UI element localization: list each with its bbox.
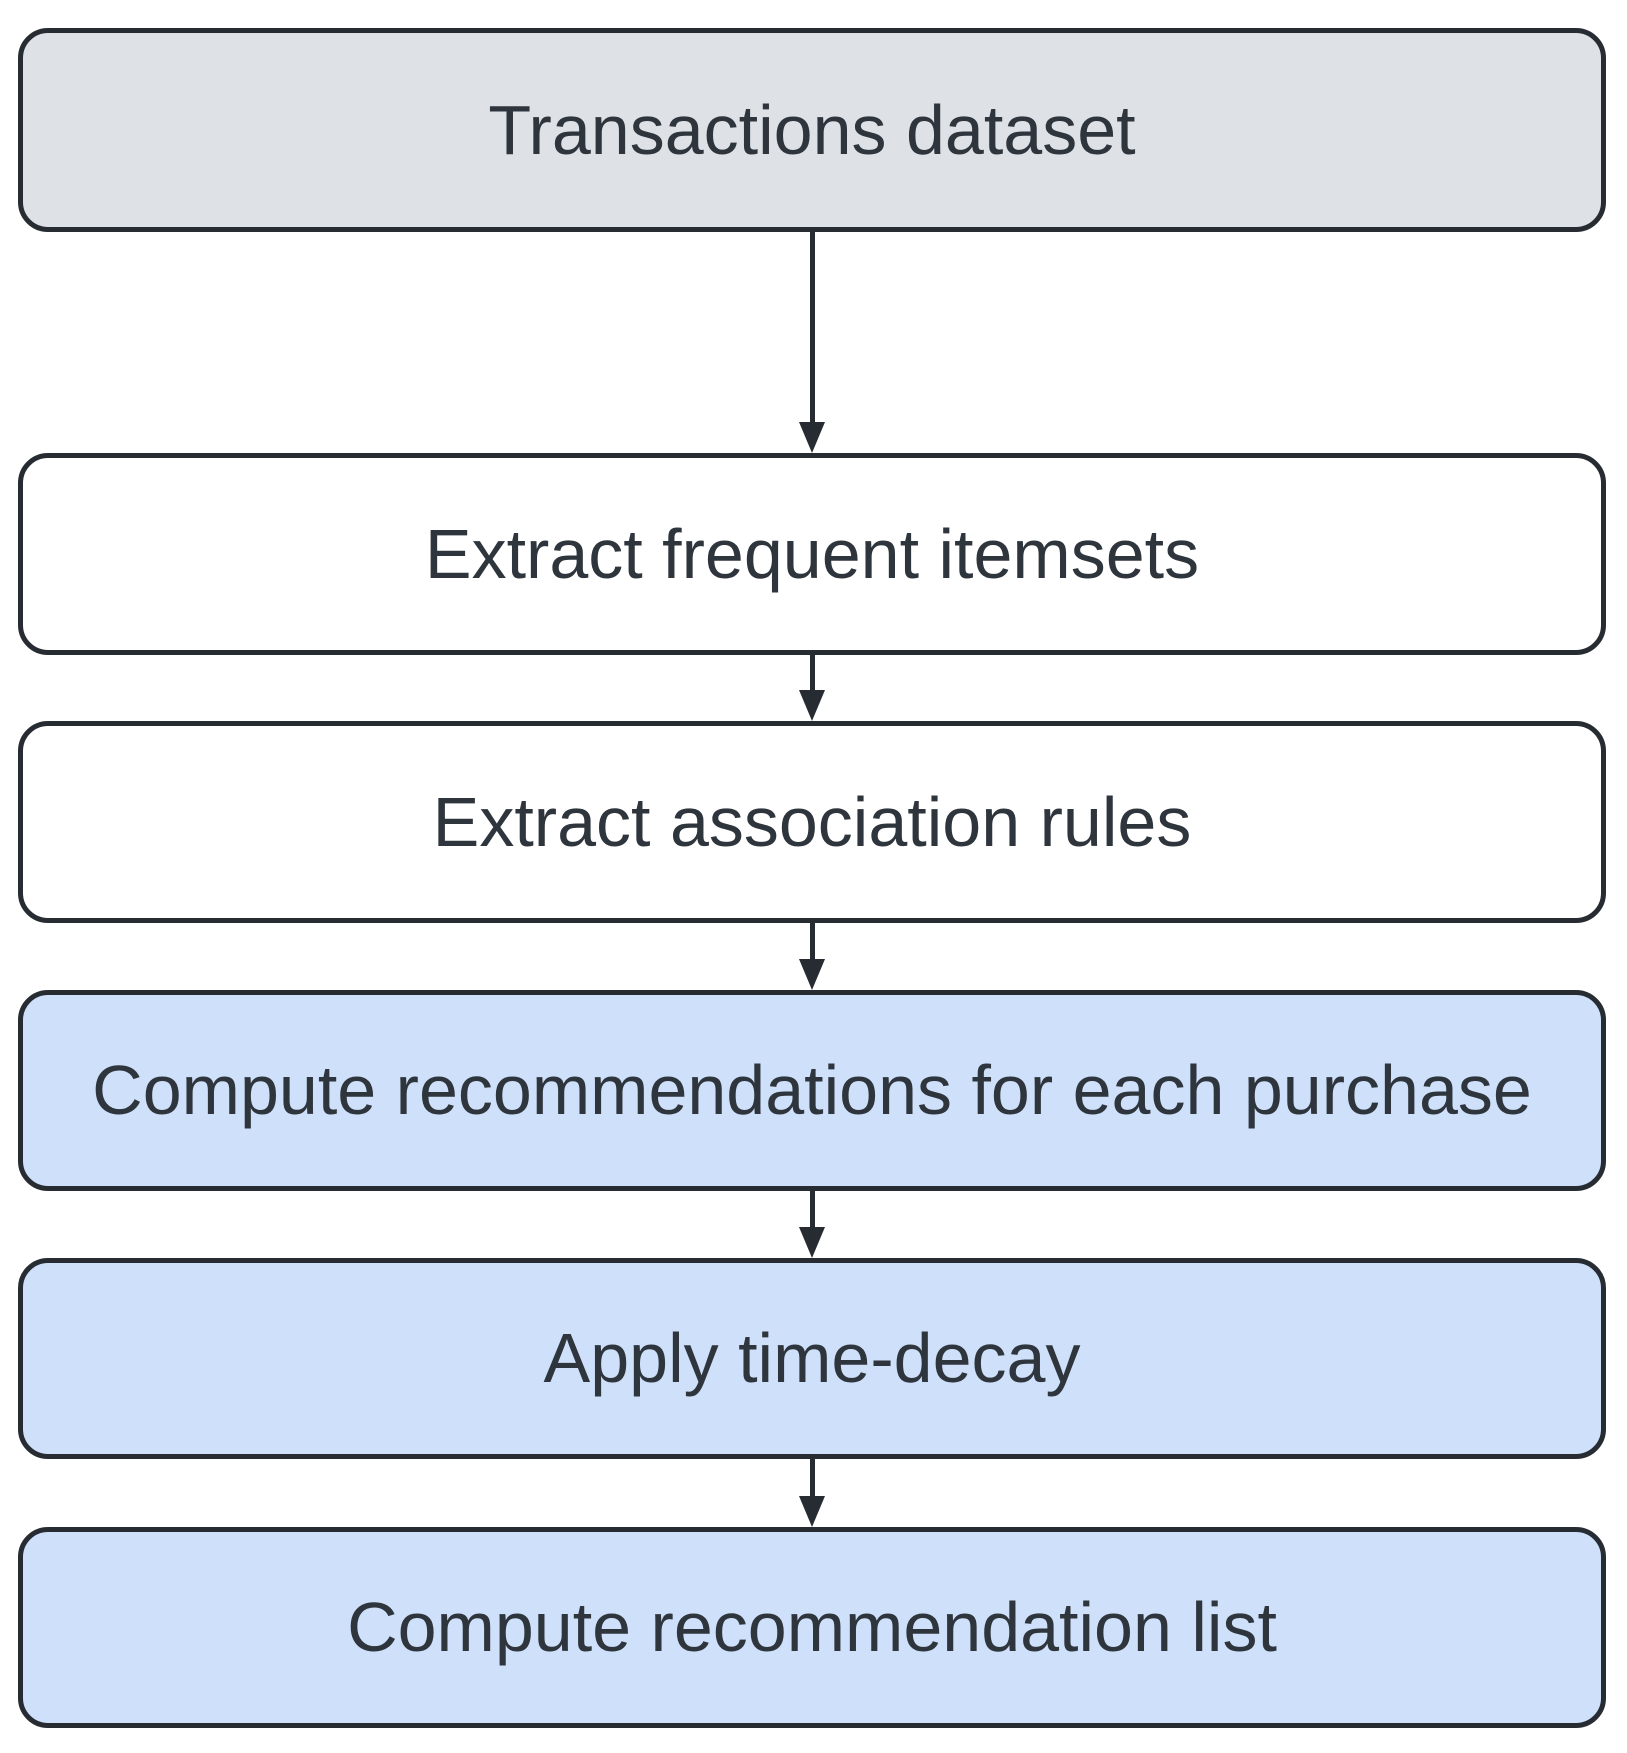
arrow-shaft <box>809 1191 815 1227</box>
arrowhead-icon <box>799 422 825 453</box>
node-compute-recommendations-for-each-purchase: Compute recommendations for each purchas… <box>18 990 1606 1191</box>
arrowhead-icon <box>799 1496 825 1527</box>
arrow-shaft <box>809 655 815 690</box>
node-label: Extract association rules <box>432 782 1192 861</box>
node-label: Extract frequent itemsets <box>424 514 1200 593</box>
node-compute-recommendation-list: Compute recommendation list <box>18 1527 1606 1728</box>
node-apply-time-decay: Apply time-decay <box>18 1258 1606 1459</box>
arrowhead-icon <box>799 1227 825 1258</box>
flow-arrow-down-icon <box>799 1191 825 1258</box>
flow-arrow-down-icon <box>799 923 825 990</box>
node-label: Transactions dataset <box>488 90 1136 169</box>
node-extract-frequent-itemsets: Extract frequent itemsets <box>18 453 1606 655</box>
arrow-shaft <box>809 232 815 422</box>
node-transactions-dataset: Transactions dataset <box>18 28 1606 232</box>
node-label: Compute recommendations for each purchas… <box>92 1051 1532 1130</box>
flow-arrow-down-icon <box>799 655 825 721</box>
flow-arrow-down-icon <box>799 1459 825 1527</box>
arrow-shaft <box>809 1459 815 1496</box>
arrow-shaft <box>809 923 815 959</box>
arrowhead-icon <box>799 690 825 721</box>
node-extract-association-rules: Extract association rules <box>18 721 1606 923</box>
arrowhead-icon <box>799 959 825 990</box>
node-label: Apply time-decay <box>543 1319 1081 1398</box>
node-label: Compute recommendation list <box>347 1588 1277 1667</box>
flow-arrow-down-icon <box>799 232 825 453</box>
